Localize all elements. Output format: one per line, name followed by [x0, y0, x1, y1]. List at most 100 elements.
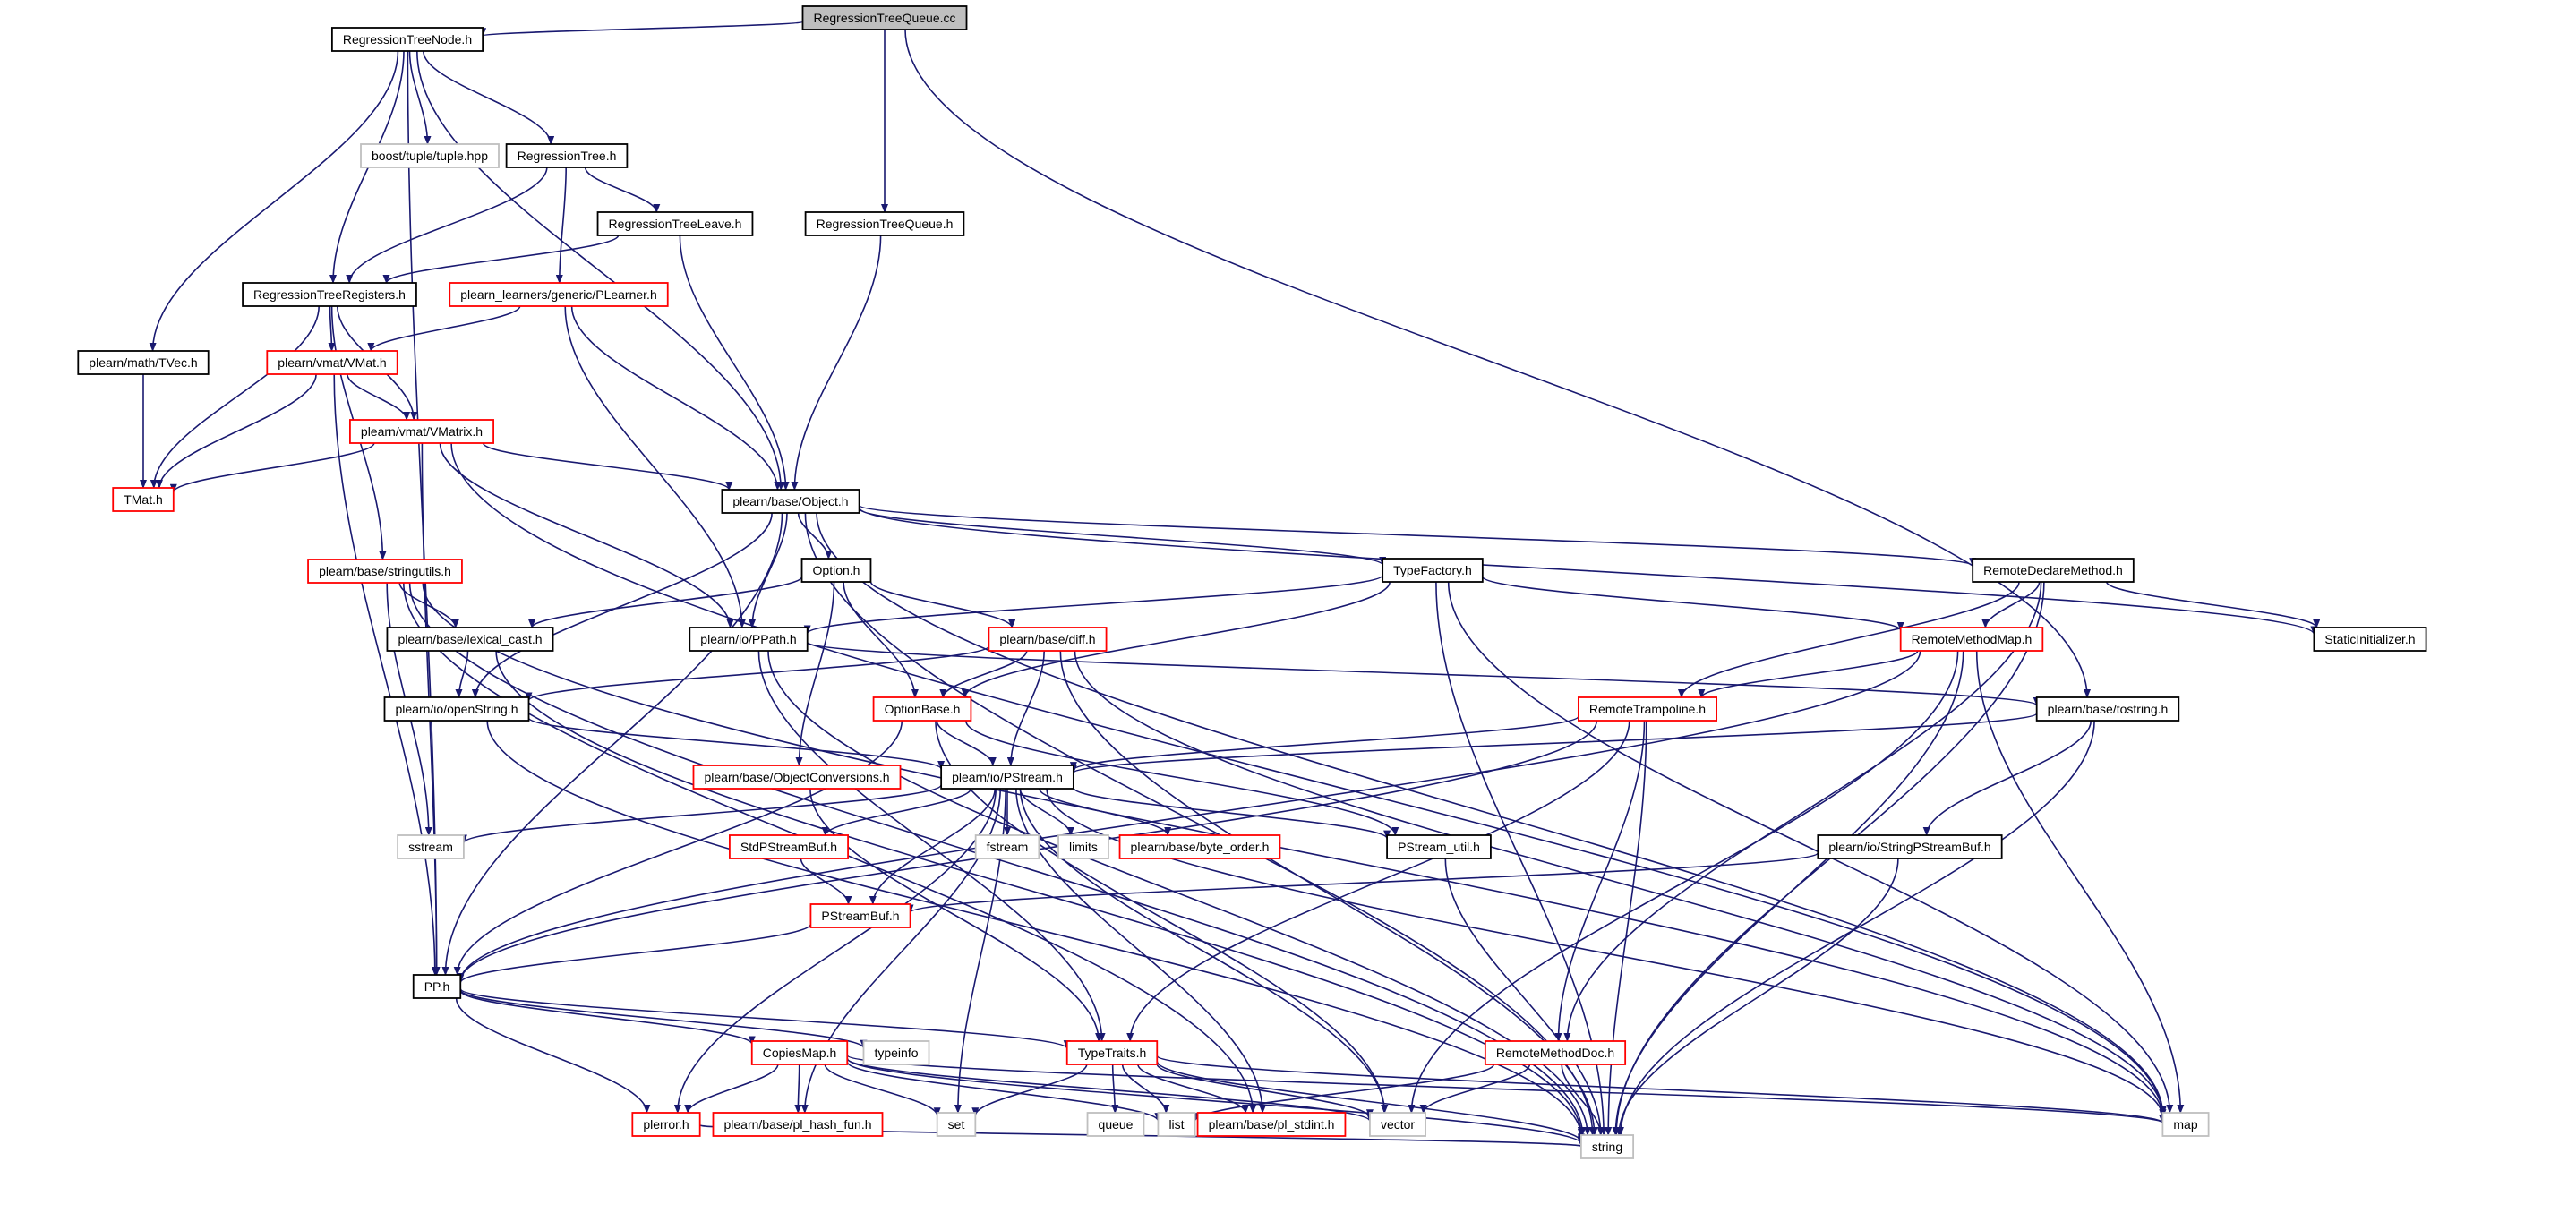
node-box [692, 765, 902, 790]
edge-typefactory-to-optionbase [961, 581, 1391, 698]
node-plerror[interactable]: plerror.h [631, 1112, 701, 1137]
node-label: plearn/vmat/VMat.h [278, 355, 386, 370]
node-rtleave[interactable]: RegressionTreeLeave.h [596, 211, 754, 236]
node-rtqcc[interactable]: RegressionTreeQueue.cc [801, 5, 968, 30]
edge-rtnode-to-rtree [423, 50, 555, 145]
node-byteorder[interactable]: plearn/base/byte_order.h [1118, 834, 1281, 859]
node-box [689, 627, 809, 652]
node-plearner[interactable]: plearn_learners/generic/PLearner.h [449, 282, 669, 307]
node-lexcast[interactable]: plearn/base/lexical_cast.h [386, 627, 554, 652]
node-stringutils[interactable]: plearn/base/stringutils.h [307, 559, 463, 584]
edge-plearner-to-object [570, 305, 782, 491]
node-label: TMat.h [124, 492, 163, 507]
node-trampoline[interactable]: RemoteTrampoline.h [1577, 696, 1718, 722]
edge-remotedecl-to-remotemap [1981, 581, 2041, 628]
node-box [1369, 1112, 1426, 1137]
edge-stringutils-to-map [422, 582, 2167, 1119]
node-label: limits [1069, 840, 1098, 854]
edge-pp-to-typetraits [459, 987, 1071, 1050]
edge-object-to-typefactory [858, 508, 1386, 566]
node-vmatrix[interactable]: plearn/vmat/VMatrix.h [349, 419, 494, 444]
node-pstream[interactable]: plearn/io/PStream.h [940, 765, 1074, 790]
edge-pstream-to-psbuf [869, 788, 996, 905]
node-strpsbuf[interactable]: plearn/io/StringPStreamBuf.h [1817, 834, 2003, 859]
node-tmat[interactable]: TMat.h [112, 487, 175, 512]
node-label: Option.h [813, 563, 860, 577]
node-psutil[interactable]: PStream_util.h [1386, 834, 1492, 859]
node-vmat[interactable]: plearn/vmat/VMat.h [266, 350, 398, 375]
node-set[interactable]: set [936, 1112, 977, 1137]
node-box [1086, 1112, 1145, 1137]
edge-pp-to-plerror [455, 997, 651, 1114]
edge-option-to-optionbase [843, 581, 919, 698]
node-remotedoc[interactable]: RemoteMethodDoc.h [1484, 1040, 1627, 1065]
edge-tostring-to-strpsbuf [1922, 720, 2092, 836]
node-copiesmap[interactable]: CopiesMap.h [750, 1040, 849, 1065]
node-box [2313, 627, 2427, 652]
node-rtreg[interactable]: RegressionTreeRegisters.h [242, 282, 417, 307]
node-sstream[interactable]: sstream [397, 834, 465, 859]
node-openstring[interactable]: plearn/io/openString.h [383, 696, 530, 722]
node-label: PP.h [424, 979, 450, 994]
edge-trampoline-to-pstream [1070, 715, 1579, 772]
node-fstream[interactable]: fstream [974, 834, 1040, 859]
edge-typefactory-to-ppath [803, 574, 1383, 635]
node-box [505, 143, 629, 168]
node-limits[interactable]: limits [1057, 834, 1109, 859]
node-box [1386, 834, 1492, 859]
node-hashfun[interactable]: plearn/base/pl_hash_fun.h [712, 1112, 884, 1137]
node-typetraits[interactable]: TypeTraits.h [1065, 1040, 1159, 1065]
node-label: OptionBase.h [885, 702, 961, 716]
edge-rtreg-to-tmat [150, 305, 320, 489]
edge-strpsbuf-to-string [1615, 858, 1899, 1136]
node-label: plearn/base/Object.h [732, 494, 848, 508]
node-label: RemoteMethodDoc.h [1496, 1046, 1614, 1060]
node-label: plearn/base/tostring.h [2048, 702, 2169, 716]
node-label: boost/tuple/tuple.hpp [372, 149, 488, 163]
node-queue[interactable]: queue [1086, 1112, 1145, 1137]
node-psbuf[interactable]: PStreamBuf.h [809, 903, 911, 928]
node-option[interactable]: Option.h [800, 558, 872, 583]
edge-copiesmap-to-plerror [684, 1064, 779, 1114]
edge-rtleave-to-rtreg [382, 235, 620, 284]
edge-pp-to-copiesmap [459, 990, 756, 1046]
node-tvec[interactable]: plearn/math/TVec.h [77, 350, 210, 375]
edge-rtree-to-rtreg [346, 167, 548, 284]
node-typeinfo[interactable]: typeinfo [862, 1040, 930, 1065]
node-label: TypeTraits.h [1078, 1046, 1147, 1060]
node-rtnode[interactable]: RegressionTreeNode.h [330, 27, 484, 52]
edge-stringutils-to-lexcast [398, 582, 459, 628]
edge-diff-to-optionbase [939, 650, 1028, 698]
edge-pstream-to-byteorder [1039, 788, 1172, 836]
node-diff[interactable]: plearn/base/diff.h [988, 627, 1108, 652]
node-remotedecl[interactable]: RemoteDeclareMethod.h [1972, 558, 2135, 583]
node-tostring[interactable]: plearn/base/tostring.h [2035, 696, 2180, 722]
node-vector[interactable]: vector [1369, 1112, 1426, 1137]
node-stdpsbuf[interactable]: StdPStreamBuf.h [729, 834, 849, 859]
node-ppath[interactable]: plearn/io/PPath.h [689, 627, 809, 652]
node-object[interactable]: plearn/base/Object.h [721, 489, 860, 514]
node-rtree[interactable]: RegressionTree.h [505, 143, 629, 168]
edge-remotemap-to-trampoline [1698, 650, 1919, 698]
node-remotemap[interactable]: RemoteMethodMap.h [1899, 627, 2044, 652]
node-label: plearn/base/diff.h [999, 632, 1095, 646]
node-optionbase[interactable]: OptionBase.h [872, 696, 972, 722]
node-rtqh[interactable]: RegressionTreeQueue.h [804, 211, 965, 236]
node-tuple[interactable]: boost/tuple/tuple.hpp [360, 143, 500, 168]
edge-tostring-to-pstream [1070, 713, 2038, 774]
node-label: StaticInitializer.h [2324, 632, 2415, 646]
edge-option-to-diff [869, 581, 1016, 628]
node-stdint[interactable]: plearn/base/pl_stdint.h [1196, 1112, 1347, 1137]
node-typefactory[interactable]: TypeFactory.h [1382, 558, 1484, 583]
node-string[interactable]: string [1579, 1134, 1635, 1159]
node-pp[interactable]: PP.h [412, 974, 462, 999]
node-box [1196, 1112, 1347, 1137]
node-staticinit[interactable]: StaticInitializer.h [2313, 627, 2427, 652]
node-objconv[interactable]: plearn/base/ObjectConversions.h [692, 765, 902, 790]
node-list[interactable]: list [1157, 1112, 1196, 1137]
edge-object-to-pp [441, 512, 783, 976]
node-map[interactable]: map [2161, 1112, 2210, 1137]
edge-copiesmap-to-set [824, 1064, 941, 1117]
node-box [1899, 627, 2044, 652]
